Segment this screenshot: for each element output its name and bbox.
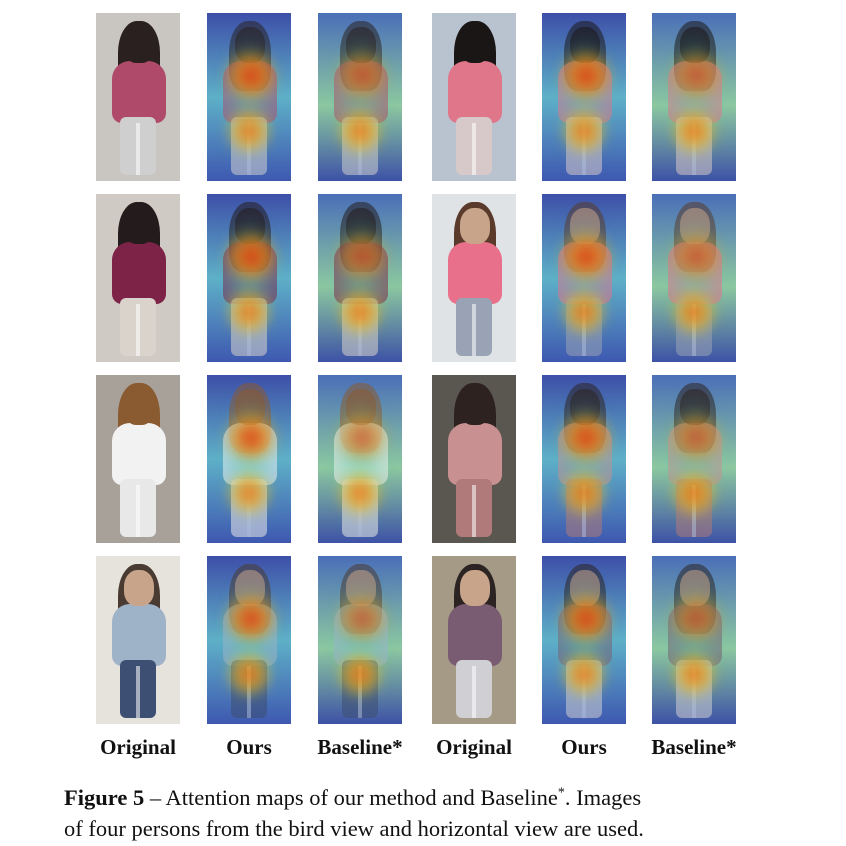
attention-heat-region — [340, 290, 380, 334]
row-4-ours-image-2 — [542, 556, 626, 724]
attention-heat-region — [340, 652, 380, 696]
person-head — [124, 570, 154, 606]
attention-heat-region — [674, 290, 714, 334]
person-torso — [112, 242, 166, 304]
row-3-original-image-2 — [432, 375, 516, 543]
attention-heat-region — [674, 471, 714, 515]
attention-heat-region — [564, 471, 604, 515]
row-1-original-image-2 — [432, 13, 516, 181]
row-2-baseline-image-2 — [652, 194, 736, 362]
caption-line-1-end: . Images — [564, 785, 642, 810]
row-2-original-image-2 — [432, 194, 516, 362]
person-torso — [448, 242, 502, 304]
row-1-ours-image-1 — [207, 13, 291, 181]
person-head — [124, 389, 154, 425]
row-4-original-image-1 — [96, 556, 180, 724]
person-legs — [120, 117, 156, 175]
caption-dash: – — [144, 785, 166, 810]
row-3-original-image-1 — [96, 375, 180, 543]
person-torso — [448, 604, 502, 666]
attention-heat-region — [227, 53, 275, 99]
row-4-original-image-2 — [432, 556, 516, 724]
attention-heat-region — [338, 53, 386, 99]
person-legs — [456, 479, 492, 537]
attention-heat-region — [672, 415, 720, 461]
row-4-baseline-image-2 — [652, 556, 736, 724]
person-legs — [120, 660, 156, 718]
column-label-original-1: Original — [100, 735, 176, 759]
column-label-baseline-2: Baseline* — [651, 735, 737, 759]
person-torso — [448, 61, 502, 123]
attention-heat-region — [229, 290, 269, 334]
person-torso — [112, 423, 166, 485]
attention-heat-region — [672, 53, 720, 99]
person-legs — [456, 117, 492, 175]
attention-heat-region — [672, 234, 720, 280]
person-torso — [448, 423, 502, 485]
attention-heat-region — [562, 234, 610, 280]
attention-heat-region — [562, 53, 610, 99]
person-legs — [456, 660, 492, 718]
figure-caption: Figure 5 – Attention maps of our method … — [64, 782, 784, 844]
row-3-ours-image-1 — [207, 375, 291, 543]
row-1-ours-image-2 — [542, 13, 626, 181]
row-2-baseline-image-1 — [318, 194, 402, 362]
attention-heat-region — [674, 109, 714, 153]
row-1-baseline-image-1 — [318, 13, 402, 181]
attention-heat-region — [338, 596, 386, 642]
person-legs — [120, 479, 156, 537]
column-label-original-2: Original — [436, 735, 512, 759]
person-head — [124, 27, 154, 63]
row-3-baseline-image-1 — [318, 375, 402, 543]
column-label-baseline-1: Baseline* — [317, 735, 403, 759]
person-head — [460, 389, 490, 425]
row-1-baseline-image-2 — [652, 13, 736, 181]
attention-heat-region — [564, 290, 604, 334]
figure-image-grid — [96, 13, 736, 724]
person-head — [460, 208, 490, 244]
row-3-ours-image-2 — [542, 375, 626, 543]
attention-heat-region — [674, 652, 714, 696]
attention-heat-region — [227, 234, 275, 280]
attention-heat-region — [229, 652, 269, 696]
row-2-original-image-1 — [96, 194, 180, 362]
person-legs — [120, 298, 156, 356]
person-torso — [112, 61, 166, 123]
person-torso — [112, 604, 166, 666]
caption-star: * — [557, 785, 565, 801]
row-4-baseline-image-1 — [318, 556, 402, 724]
attention-heat-region — [227, 415, 275, 461]
row-1-original-image-1 — [96, 13, 180, 181]
attention-heat-region — [338, 234, 386, 280]
attention-heat-region — [340, 109, 380, 153]
attention-heat-region — [564, 109, 604, 153]
caption-line-2: of four persons from the bird view and h… — [64, 816, 644, 841]
row-4-ours-image-1 — [207, 556, 291, 724]
column-labels: Original Ours Baseline* Original Ours Ba… — [0, 734, 846, 764]
attention-heat-region — [564, 652, 604, 696]
person-head — [460, 570, 490, 606]
person-head — [460, 27, 490, 63]
person-legs — [456, 298, 492, 356]
attention-heat-region — [562, 415, 610, 461]
attention-heat-region — [227, 596, 275, 642]
figure-number: Figure 5 — [64, 785, 145, 810]
attention-heat-region — [338, 415, 386, 461]
row-3-baseline-image-2 — [652, 375, 736, 543]
attention-heat-region — [229, 471, 269, 515]
column-label-ours-2: Ours — [561, 735, 607, 759]
attention-heat-region — [229, 109, 269, 153]
caption-line-1: Attention maps of our method and Baselin… — [165, 785, 558, 810]
row-2-ours-image-1 — [207, 194, 291, 362]
row-2-ours-image-2 — [542, 194, 626, 362]
attention-heat-region — [340, 471, 380, 515]
attention-heat-region — [672, 596, 720, 642]
column-label-ours-1: Ours — [226, 735, 272, 759]
person-head — [124, 208, 154, 244]
attention-heat-region — [562, 596, 610, 642]
